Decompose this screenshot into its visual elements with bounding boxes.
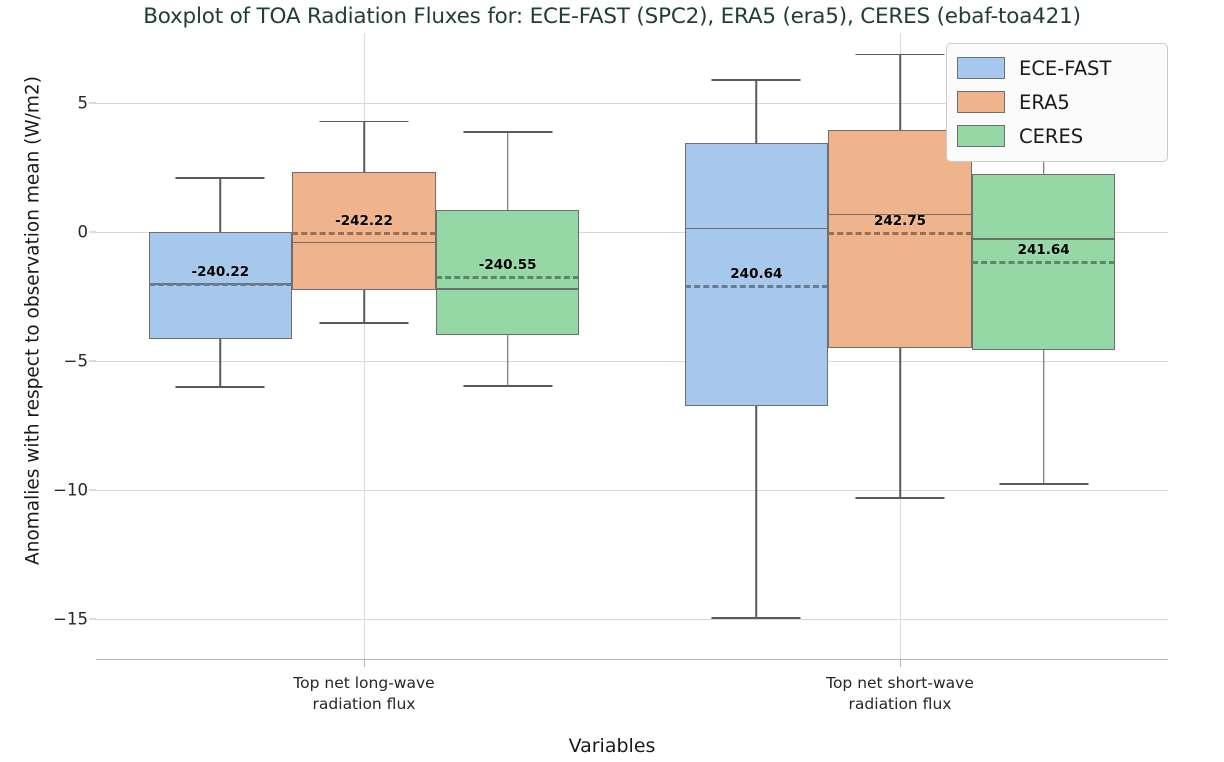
box-value-label: 242.75: [873, 212, 927, 229]
y-tick-label: 5: [77, 93, 89, 113]
whisker-cap-upper: [463, 131, 553, 133]
gridline-horizontal: [96, 102, 1168, 104]
box-value-label: -240.22: [191, 264, 250, 281]
whisker-cap-lower: [175, 386, 265, 389]
x-tick-label: Top net long-wave radiation flux: [293, 674, 435, 713]
gridline-horizontal: [96, 618, 1168, 620]
median-line: [684, 227, 829, 230]
legend-label: ECE-FAST: [1019, 56, 1112, 80]
y-tick-mark: [89, 618, 96, 620]
legend-item[interactable]: ERA5: [957, 85, 1157, 119]
y-tick-mark: [89, 102, 96, 104]
gridline-vertical: [364, 33, 365, 660]
box: [435, 209, 580, 335]
legend-item[interactable]: CERES: [957, 119, 1157, 153]
legend-swatch-icon: [957, 57, 1005, 79]
gridline-horizontal: [96, 489, 1168, 491]
box: [684, 142, 829, 406]
mean-line: [971, 261, 1116, 265]
gridline-horizontal: [96, 360, 1168, 362]
whisker-cap-upper: [319, 120, 409, 123]
median-line: [828, 213, 972, 215]
legend-item[interactable]: ECE-FAST: [957, 51, 1157, 85]
whisker-cap-lower: [463, 385, 553, 387]
y-tick-label: −10: [53, 480, 88, 500]
gridline-horizontal: [96, 231, 1168, 233]
mean-line: [148, 283, 293, 287]
whisker-cap-lower: [711, 617, 801, 620]
median-line: [292, 242, 436, 244]
mean-line: [435, 275, 580, 279]
whisker-cap-lower: [319, 321, 409, 324]
y-tick-mark: [89, 360, 96, 362]
y-tick-mark: [89, 489, 96, 491]
box: [292, 172, 436, 290]
mean-line: [828, 231, 972, 235]
median-line: [435, 288, 580, 290]
box-value-label: 240.64: [730, 265, 783, 282]
box-value-label: -240.55: [478, 256, 537, 273]
y-axis-ticks: 5 0 −5 −10 −15: [40, 33, 96, 660]
box-value-label: 241.64: [1017, 242, 1070, 259]
y-tick-mark: [89, 231, 96, 233]
x-axis-spine: [96, 659, 1168, 660]
y-tick-label: −15: [53, 609, 88, 629]
mean-line: [292, 231, 436, 235]
y-tick-label: 0: [77, 222, 89, 242]
x-tick-mark: [364, 660, 365, 667]
y-tick-label: −5: [63, 351, 88, 371]
whisker-cap-upper: [175, 177, 265, 180]
whisker-cap-upper: [711, 79, 801, 82]
x-axis-label: Variables: [568, 735, 656, 757]
whisker-cap-lower: [855, 497, 945, 500]
box: [828, 129, 972, 348]
median-line: [971, 238, 1116, 240]
whisker-cap-upper: [855, 53, 945, 56]
legend-label: ERA5: [1019, 90, 1070, 114]
legend-label: CERES: [1019, 124, 1084, 148]
chart-title: Boxplot of TOA Radiation Fluxes for: ECE…: [143, 4, 1081, 29]
box-value-label: -242.22: [335, 212, 393, 229]
mean-line: [684, 284, 829, 288]
x-tick-mark: [900, 660, 901, 667]
legend-swatch-icon: [957, 125, 1005, 147]
x-tick-label: Top net short-wave radiation flux: [826, 674, 974, 713]
whisker-cap-lower: [999, 483, 1089, 485]
legend-swatch-icon: [957, 91, 1005, 113]
